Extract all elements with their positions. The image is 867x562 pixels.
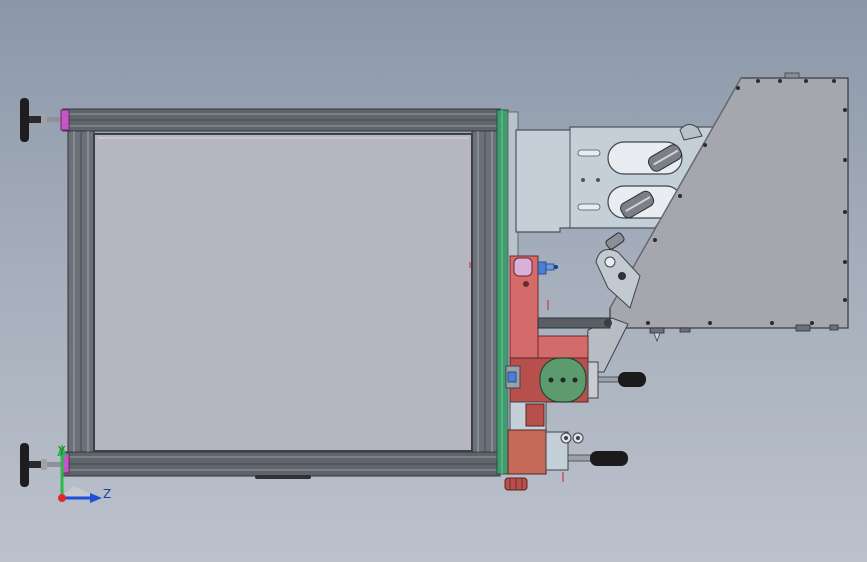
steel-bracket-plate <box>515 124 716 233</box>
lower-handle <box>567 451 628 466</box>
triad-origin <box>58 494 66 502</box>
lower-clamp-block <box>507 429 584 475</box>
side-blocks <box>505 365 547 431</box>
blue-fitting <box>537 261 558 275</box>
red-slide-block <box>509 255 589 359</box>
profile-frame <box>62 108 501 479</box>
leveling-foot-top <box>20 98 63 142</box>
triad-y-label: Y <box>57 444 66 458</box>
adjust-knob <box>504 477 528 491</box>
upper-handle <box>597 372 646 387</box>
reference-marks <box>469 262 564 482</box>
triad-z-arrow <box>90 493 102 503</box>
green-disc <box>539 357 587 403</box>
coordinate-triad: Y Z <box>57 444 111 503</box>
triad-z-label: Z <box>103 487 111 501</box>
magenta-end-cap-top <box>60 109 70 131</box>
linkage-arm <box>585 232 641 373</box>
triad-y-arrow <box>57 444 67 456</box>
leveling-foot-bottom <box>20 443 63 487</box>
green-mounting-plate <box>496 109 509 475</box>
horizontal-bar <box>537 317 612 329</box>
inner-panel <box>93 133 473 452</box>
